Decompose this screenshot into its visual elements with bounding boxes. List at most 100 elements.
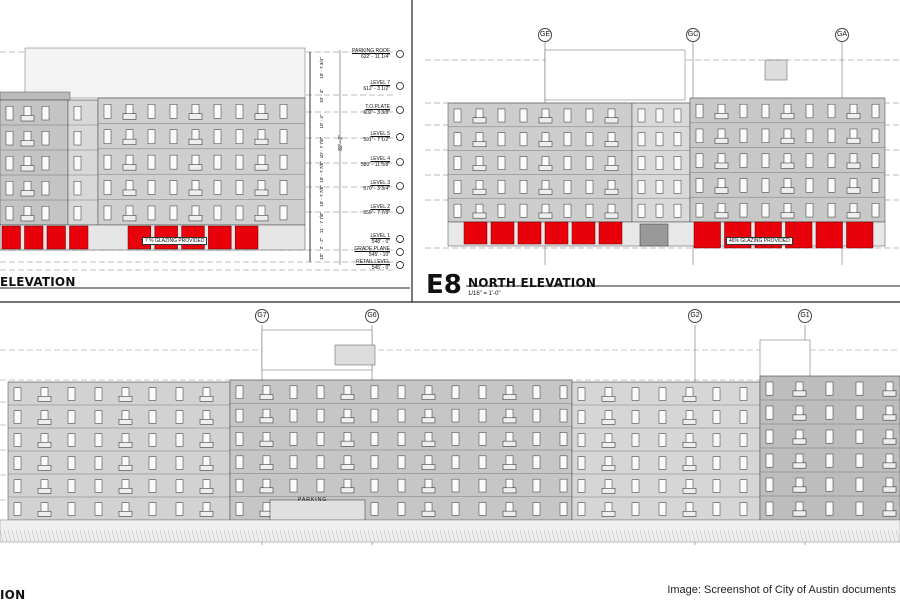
drawing-line <box>619 529 624 543</box>
drawing-line <box>131 529 136 543</box>
window <box>559 502 568 516</box>
balcony <box>882 510 897 517</box>
window <box>658 479 667 493</box>
drawing-line <box>135 529 140 543</box>
drawing-line <box>831 529 836 543</box>
retail-glazing <box>69 225 89 250</box>
window <box>655 156 664 170</box>
window <box>559 478 568 493</box>
window <box>497 108 506 123</box>
window <box>673 108 682 123</box>
window <box>532 455 541 469</box>
drawing-line <box>355 529 360 543</box>
drawing-line <box>455 529 460 543</box>
level-elevation: 548' - 0" <box>371 239 390 245</box>
window <box>739 502 748 516</box>
window <box>235 385 244 399</box>
window <box>235 455 244 469</box>
window <box>825 381 834 396</box>
drawing-line <box>107 529 112 543</box>
drawing-line <box>451 529 456 543</box>
drawing-line <box>323 529 328 543</box>
window <box>637 132 646 147</box>
window <box>13 479 22 493</box>
drawing-line <box>515 529 520 543</box>
balcony <box>604 141 619 148</box>
window <box>453 203 462 218</box>
window <box>519 108 528 123</box>
drawing-line <box>0 529 4 543</box>
window <box>103 180 112 195</box>
balcony <box>780 113 795 120</box>
balcony <box>20 215 35 222</box>
balcony <box>122 189 137 196</box>
window <box>637 180 646 194</box>
dimension-text: 11' - 7 7/8" <box>319 212 324 234</box>
window <box>519 156 528 170</box>
drawing-line <box>251 529 256 543</box>
drawing-line <box>419 529 424 543</box>
balcony <box>846 113 861 120</box>
drawing-line <box>411 529 416 543</box>
gridline-marker: GC <box>686 28 700 42</box>
dimension-text: 10" <box>319 253 324 260</box>
window <box>871 128 880 143</box>
drawing-line <box>523 529 528 543</box>
level-name: PARKING ROOF <box>352 48 390 54</box>
window <box>631 433 640 447</box>
facade-panel <box>764 59 788 81</box>
window <box>532 502 541 516</box>
drawing-line <box>583 529 588 543</box>
level-datum-icon <box>396 248 404 256</box>
level-datum-icon <box>396 261 404 269</box>
drawing-line <box>343 529 348 543</box>
window <box>765 381 774 396</box>
dimension-text: 2' - 2" <box>319 237 324 249</box>
window <box>712 433 721 447</box>
gridline-marker: G2 <box>688 309 702 323</box>
window <box>631 387 640 401</box>
balcony <box>37 419 52 425</box>
window <box>497 180 506 194</box>
drawing-line <box>783 529 788 543</box>
bottom-elevation-title: ION <box>0 588 26 602</box>
window <box>5 156 14 171</box>
drawing-line <box>43 529 48 543</box>
window <box>827 203 836 218</box>
window <box>739 410 748 424</box>
window <box>532 478 541 493</box>
drawing-line <box>199 529 204 543</box>
window <box>478 385 487 399</box>
drawing-line <box>699 529 704 543</box>
drawing-line <box>47 529 52 543</box>
balcony <box>604 117 619 124</box>
window <box>827 153 836 168</box>
drawing-line <box>75 529 80 543</box>
drawing-line <box>875 529 880 543</box>
balcony <box>792 438 807 445</box>
drawing-line <box>463 529 468 543</box>
drawing-line <box>187 529 192 543</box>
window <box>94 456 103 470</box>
window <box>148 433 157 447</box>
window <box>631 479 640 493</box>
drawing-line <box>167 529 172 543</box>
garage-door <box>639 223 669 247</box>
drawing-line <box>579 529 584 543</box>
balcony <box>538 165 553 171</box>
facade-panel <box>24 47 306 99</box>
drawing-line <box>331 529 336 543</box>
drawing-line <box>351 529 356 543</box>
window <box>805 103 814 119</box>
window <box>871 178 880 193</box>
drawing-line <box>307 529 312 543</box>
drawing-line <box>535 529 540 543</box>
window <box>5 181 14 196</box>
window <box>175 456 184 470</box>
drawing-line <box>675 529 680 543</box>
drawing-line <box>599 529 604 543</box>
window <box>478 432 487 446</box>
balcony <box>714 212 729 219</box>
window <box>855 477 864 492</box>
